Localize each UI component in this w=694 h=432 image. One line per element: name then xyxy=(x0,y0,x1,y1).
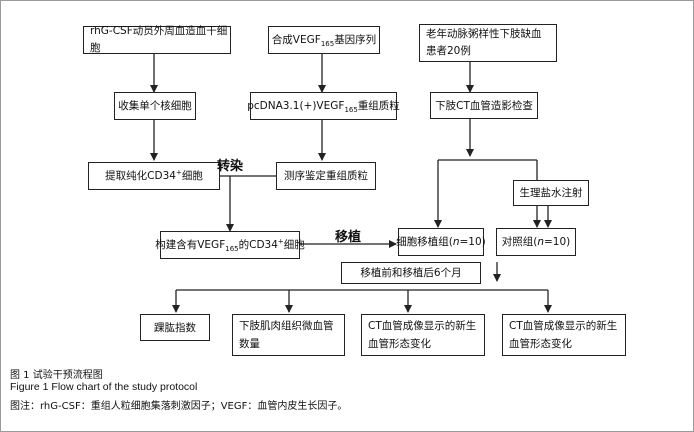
saline-injection-box: 生理盐水注射 xyxy=(513,180,589,206)
sequence-verify-box: 测序鉴定重组质粒 xyxy=(276,162,376,190)
vegf-sequence-text: 合成VEGF165基因序列 xyxy=(271,34,377,49)
transfection-label: 转染 xyxy=(217,159,244,174)
transplant-label: 移植 xyxy=(335,230,362,245)
control-group-box: 对照组(n=10) xyxy=(496,228,576,256)
saline-injection-text: 生理盐水注射 xyxy=(519,187,583,199)
ct-morphology-text-2: CT血管成像显示的新生血管形态变化 xyxy=(509,320,618,350)
rhg-csf-text: rhG-CSF动员外周血造血干细胞 xyxy=(90,25,228,54)
ankle-brachial-index-box: 踝肱指数 xyxy=(140,314,210,341)
ct-morphology-text-1: CT血管成像显示的新生血管形态变化 xyxy=(368,320,477,350)
caption-note: 图注：rhG-CSF：重组人粒细胞集落刺激因子；VEGF：血管内皮生长因子。 xyxy=(10,401,348,412)
control-group-text: 对照组(n=10) xyxy=(501,236,571,248)
transplant-group-text: 细胞移植组(n=10) xyxy=(396,236,486,248)
before-after-text: 移植前和移植后6个月 xyxy=(360,267,462,279)
ankle-brachial-index-text: 踝肱指数 xyxy=(154,321,196,334)
rhg-csf-box: rhG-CSF动员外周血造血干细胞 xyxy=(83,25,231,54)
plasmid-text: pcDNA3.1(+)VEGF165重组质粒 xyxy=(247,100,400,115)
capillary-count-text: 下肢肌肉组织微血管数量 xyxy=(239,320,334,350)
collect-cells-text: 收集单个核细胞 xyxy=(118,100,192,112)
vegf-sequence-box: 合成VEGF165基因序列 xyxy=(268,26,380,54)
patients-text: 老年动脉粥样性下肢缺血患者20例 xyxy=(426,28,542,57)
ct-angiography-box: 下肢CT血管造影检查 xyxy=(430,92,538,119)
caption-title-cn: 图 1 试验干预流程图 xyxy=(10,370,103,381)
sequence-verify-text: 测序鉴定重组质粒 xyxy=(284,170,368,182)
extract-cd34-text: 提取纯化CD34+细胞 xyxy=(105,168,203,182)
ct-angiography-text: 下肢CT血管造影检查 xyxy=(435,99,533,112)
plasmid-box: pcDNA3.1(+)VEGF165重组质粒 xyxy=(247,92,400,120)
collect-cells-box: 收集单个核细胞 xyxy=(114,92,196,120)
ct-morphology-box-1: CT血管成像显示的新生血管形态变化 xyxy=(361,314,485,356)
extract-cd34-box: 提取纯化CD34+细胞 xyxy=(88,162,220,190)
transplant-group-box: 细胞移植组(n=10) xyxy=(396,228,486,256)
capillary-count-box: 下肢肌肉组织微血管数量 xyxy=(232,314,345,356)
construct-cells-text: 构建含有VEGF165的CD34+细胞 xyxy=(155,237,305,254)
construct-cells-box: 构建含有VEGF165的CD34+细胞 xyxy=(155,231,305,259)
patients-box: 老年动脉粥样性下肢缺血患者20例 xyxy=(419,24,557,62)
ct-morphology-box-2: CT血管成像显示的新生血管形态变化 xyxy=(502,314,626,356)
caption-title-en: Figure 1 Flow chart of the study protoco… xyxy=(10,381,198,393)
before-after-box: 移植前和移植后6个月 xyxy=(341,262,481,284)
